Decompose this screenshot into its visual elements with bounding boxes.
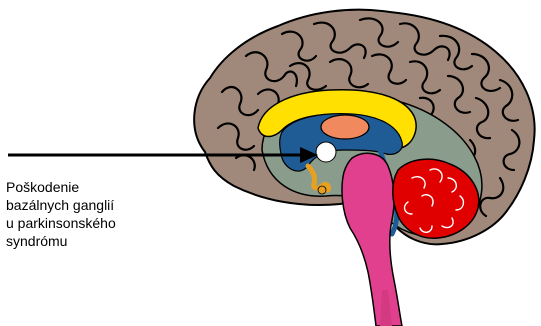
pituitary-gland <box>318 186 326 194</box>
basal-ganglia-spot <box>316 142 336 162</box>
annotation-line-3: u parkinsonského <box>6 214 196 232</box>
annotation-label: Poškodenie bazálnych ganglií u parkinson… <box>6 178 196 250</box>
annotation-line-1: Poškodenie <box>6 178 196 196</box>
annotation-line-4: syndrómu <box>6 232 196 250</box>
thalamus <box>321 115 369 139</box>
annotation-line-2: bazálnych ganglií <box>6 196 196 214</box>
